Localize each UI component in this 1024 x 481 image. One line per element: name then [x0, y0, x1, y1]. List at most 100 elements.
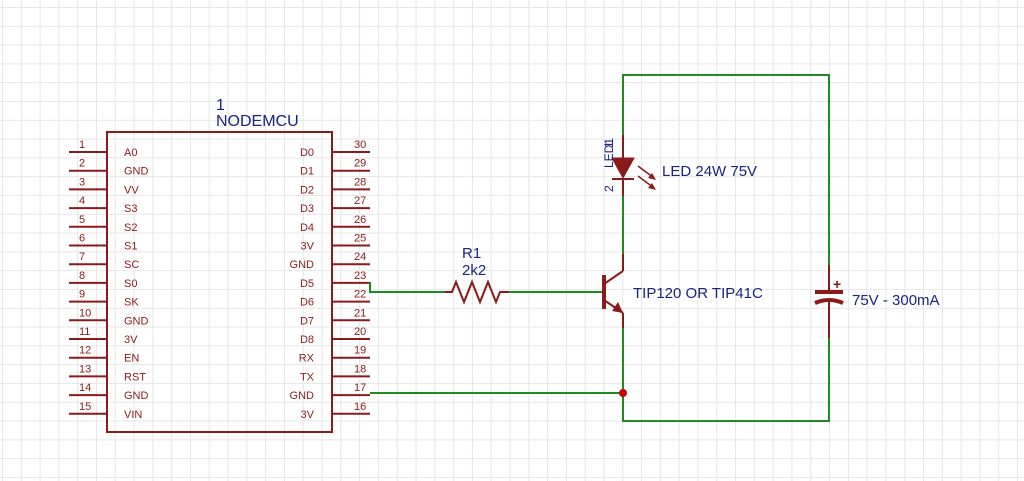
- pin-name: VV: [124, 184, 139, 196]
- pin-number: 6: [79, 233, 85, 245]
- nodemcu-pin-left[interactable]: 5S2: [69, 214, 137, 234]
- nodemcu-name: NODEMCU: [216, 113, 299, 130]
- nodemcu-ref: 1: [216, 97, 225, 114]
- led-pin-1: 1: [602, 141, 616, 148]
- nodemcu-pin-left[interactable]: 3VV: [69, 176, 139, 196]
- transistor-collector: [603, 270, 624, 285]
- pin-name: GND: [290, 259, 315, 271]
- pin-name: S3: [124, 203, 137, 215]
- led[interactable]: LED1 1 2 LED 24W 75V: [602, 135, 757, 196]
- capacitor-polarity: +: [833, 276, 841, 292]
- pin-name: D7: [300, 315, 314, 327]
- nodemcu-pin-left[interactable]: 1A0: [69, 139, 137, 159]
- led-pin-2: 2: [602, 185, 616, 192]
- nodemcu-pin-left[interactable]: 9SK: [69, 289, 139, 309]
- pin-name: SC: [124, 259, 139, 271]
- pin-name: S2: [124, 222, 137, 234]
- capacitor[interactable]: + 75V - 300mA: [814, 265, 940, 338]
- pin-name: GND: [124, 390, 149, 402]
- pin-name: EN: [124, 353, 139, 365]
- pin-number: 29: [354, 158, 366, 170]
- pin-number: 28: [354, 176, 366, 188]
- pin-number: 15: [79, 401, 91, 413]
- capacitor-value: 75V - 300mA: [852, 292, 940, 309]
- pin-number: 17: [354, 382, 366, 394]
- pin-name: TX: [300, 371, 315, 383]
- pin-number: 3: [79, 176, 85, 188]
- wire-d6-to-r1[interactable]: [369, 282, 445, 293]
- pin-name: 3V: [301, 241, 315, 253]
- led-value: LED 24W 75V: [662, 163, 757, 180]
- pin-name: D0: [300, 147, 314, 159]
- pin-number: 5: [79, 214, 85, 226]
- pin-number: 23: [354, 270, 366, 282]
- wire-led-to-cap-top[interactable]: [622, 74, 830, 265]
- pin-number: 20: [354, 326, 366, 338]
- pin-number: 13: [79, 363, 91, 375]
- pin-number: 4: [79, 195, 85, 207]
- pin-number: 14: [79, 382, 91, 394]
- pin-number: 26: [354, 214, 366, 226]
- junction-dot: [619, 389, 627, 397]
- nodemcu-left-pins: 1A02GND3VV4S35S26S17SC8S09SK10GND113V12E…: [69, 139, 149, 421]
- pin-name: D5: [300, 278, 314, 290]
- pin-number: 2: [79, 158, 85, 170]
- pin-name: D3: [300, 203, 314, 215]
- pin-number: 27: [354, 195, 366, 207]
- resistor-value: 2k2: [462, 262, 486, 279]
- pin-number: 19: [354, 345, 366, 357]
- pin-number: 7: [79, 251, 85, 263]
- wires: [369, 74, 830, 422]
- nodemcu-pin-left[interactable]: 6S1: [69, 233, 137, 253]
- pin-name: 3V: [124, 334, 138, 346]
- capacitor-plate-bottom: [814, 298, 844, 305]
- pin-name: D1: [300, 166, 314, 178]
- nodemcu-pin-left[interactable]: 4S3: [69, 195, 137, 215]
- pin-name: RX: [299, 353, 315, 365]
- pin-number: 10: [79, 307, 91, 319]
- resistor-r1[interactable]: R1 2k2: [445, 245, 509, 305]
- nodemcu-pin-left[interactable]: 7SC: [69, 251, 139, 271]
- nodemcu-pin-left[interactable]: 8S0: [69, 270, 137, 290]
- pin-name: SK: [124, 297, 139, 309]
- pin-number: 1: [79, 139, 85, 151]
- led-ray-1-head: [648, 173, 656, 180]
- pin-name: GND: [124, 315, 149, 327]
- pin-number: 18: [354, 363, 366, 375]
- pin-name: RST: [124, 371, 146, 383]
- pin-name: D2: [300, 184, 314, 196]
- pin-name: 3V: [301, 409, 315, 421]
- led-ray-2-head: [648, 183, 656, 190]
- wire-emitter-to-cap-bottom[interactable]: [622, 328, 830, 422]
- transistor[interactable]: TIP120 OR TIP41C: [602, 254, 763, 328]
- pin-number: 24: [354, 251, 366, 263]
- pin-name: D8: [300, 334, 314, 346]
- pin-name: VIN: [124, 409, 142, 421]
- transistor-emitter-arrow: [612, 302, 623, 313]
- pin-name: S0: [124, 278, 137, 290]
- nodemcu-component[interactable]: 1 NODEMCU 1A02GND3VV4S35S26S17SC8S09SK10…: [69, 97, 370, 433]
